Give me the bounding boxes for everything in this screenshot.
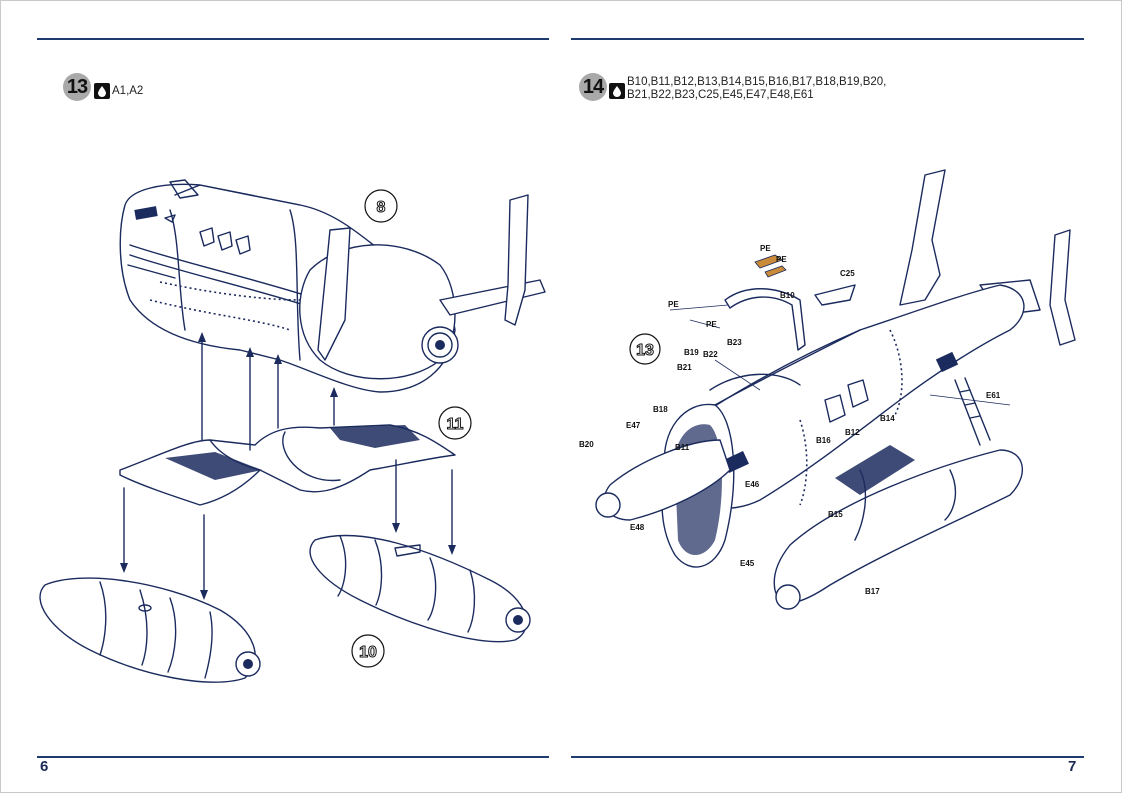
left-page-number: 6 [40, 758, 49, 775]
subassembly-8-label: 8 [377, 199, 386, 216]
callout-b17: B17 [865, 587, 880, 596]
part-callouts: PE PE PE PE C25 B10 B19 B22 B23 B21 B18 … [579, 244, 1001, 596]
callout-e46: E46 [745, 480, 760, 489]
callout-b18: B18 [653, 405, 668, 414]
callout-b11: B11 [675, 443, 690, 452]
callout-pe-1: PE [760, 244, 771, 253]
callout-e48: E48 [630, 523, 645, 532]
callout-b14: B14 [880, 414, 895, 423]
subassembly-11-marker [438, 406, 472, 440]
callout-b21: B21 [677, 363, 692, 372]
callout-pe-3: PE [668, 300, 679, 309]
step-14-parts-list: B10,B11,B12,B13,B14,B15,B16,B17,B18,B19,… [627, 76, 886, 102]
subassembly-8-marker [364, 189, 398, 223]
callout-b23: B23 [727, 338, 742, 347]
step-14-parts-line-1: B10,B11,B12,B13,B14,B15,B16,B17,B18,B19,… [627, 76, 887, 88]
step-14-assembly-drawing: PE PE PE PE C25 B10 B19 B22 B23 B21 B18 … [579, 169, 1076, 610]
step-14-parts-line-2: B21,B22,B23,C25,E45,E47,E48,E61 [627, 89, 814, 101]
callout-b20: B20 [579, 440, 594, 449]
step-13-parts-list: A1,A2 [112, 85, 144, 97]
callout-b10: B10 [780, 291, 795, 300]
step-13-exploded-drawing: 8 11 10 [39, 179, 546, 683]
callout-b15: B15 [828, 510, 843, 519]
glue-drop-icon [94, 83, 110, 99]
subassembly-10-label: 10 [359, 644, 377, 661]
callout-b22: B22 [703, 350, 718, 359]
right-page-number: 7 [1068, 758, 1077, 775]
subassembly-13-label: 13 [636, 342, 654, 359]
assembly-arrows-up [198, 332, 338, 451]
subassembly-10-marker [351, 634, 385, 668]
left-header-rule [37, 38, 549, 40]
callout-e61: E61 [986, 391, 1001, 400]
callout-c25: C25 [840, 269, 855, 278]
glue-drop-icon [609, 83, 625, 99]
callout-b16: B16 [816, 436, 831, 445]
callout-e45: E45 [740, 559, 755, 568]
callout-pe-2: PE [776, 255, 787, 264]
left-footer-rule [37, 756, 549, 758]
callout-e47: E47 [626, 421, 641, 430]
subassembly-11-label: 11 [447, 416, 464, 433]
right-header-rule [571, 38, 1084, 40]
subassembly-13-marker [629, 333, 661, 365]
step-14-badge: 14 [579, 73, 607, 101]
assembly-arrows-down [120, 459, 456, 600]
right-footer-rule [571, 756, 1084, 758]
step-13-badge: 13 [63, 73, 91, 101]
callout-pe-4: PE [706, 320, 717, 329]
callout-b19: B19 [684, 348, 699, 357]
callout-b12: B12 [845, 428, 860, 437]
